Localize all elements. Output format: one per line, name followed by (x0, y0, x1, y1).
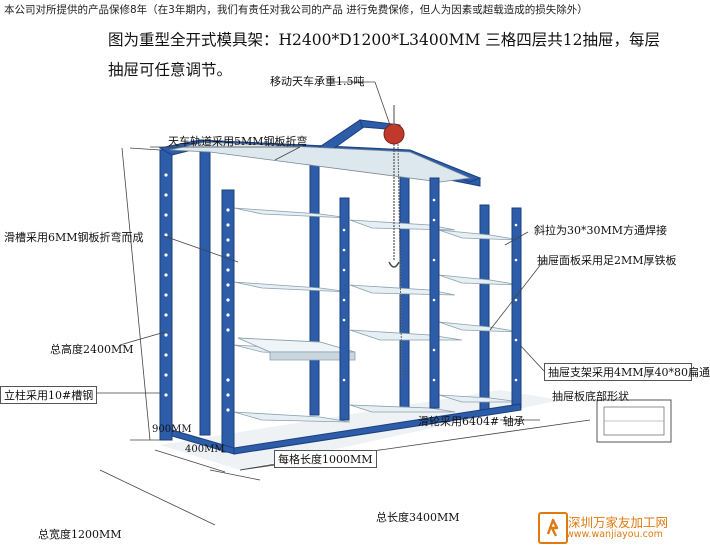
callout-crane: 移动天车承重1.5吨 (270, 75, 365, 88)
callout-drawer-panel: 抽屉面板采用足2MM厚铁板 (537, 254, 677, 267)
brand-logo-icon (538, 512, 568, 544)
callout-pulley: 滑轮采用6404# 轴承 (418, 415, 525, 428)
dim-total-width: 总宽度1200MM (38, 528, 122, 541)
headline-line-1: 图为重型全开式模具架：H2400*D1200*L3400MM 三格四层共12抽屉… (108, 31, 660, 49)
callout-rail: 天车轨道采用5MM钢板折弯 (168, 135, 308, 148)
callout-drawer-bracket: 抽屉支架采用4MM厚40*80扁通 (544, 363, 710, 381)
dim-400: 400MM (185, 444, 225, 455)
brand-name: 深圳万家友加工网 (568, 515, 669, 530)
mold-rack-illustration (70, 81, 672, 526)
callout-brace: 斜拉为30*30MM方通焊接 (534, 224, 668, 237)
warranty-text: 本公司对所提供的产品保修8年（在3年期内，我们有责任对我公司的产品 进行免费保修… (4, 4, 588, 16)
dim-900: 900MM (152, 424, 192, 435)
dim-total-length: 总长度3400MM (376, 511, 460, 524)
callout-slot: 滑槽采用6MM钢板折弯而成 (4, 231, 144, 244)
callout-total-height: 总高度2400MM (50, 343, 134, 356)
dim-cell-length: 每格长度1000MM (274, 450, 377, 468)
callout-column: 立柱采用10#槽钢 (0, 386, 98, 404)
headline-line-2: 抽屉可任意调节。 (108, 61, 233, 79)
brand-url: www.wanjiayou.com (566, 529, 663, 540)
callout-drawer-bottom: 抽屉板底部形状 (552, 390, 629, 403)
